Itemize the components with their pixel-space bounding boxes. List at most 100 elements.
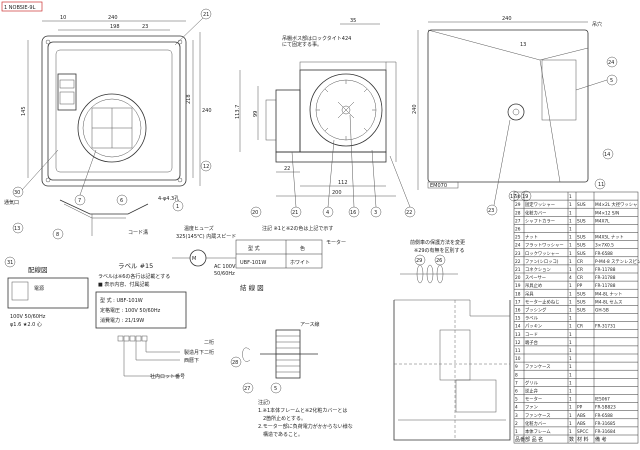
parts-table-cell: 1 bbox=[569, 429, 572, 435]
parts-table-header-cell: 数 bbox=[569, 436, 574, 443]
callout-front-30: 30 bbox=[14, 190, 20, 196]
parts-table-cell: 1 bbox=[569, 389, 572, 395]
label-line-1: ラベルは※6の各行は記載とする bbox=[98, 273, 170, 280]
model-val: UBF-101W bbox=[240, 260, 266, 266]
parts-table-cell: 1 bbox=[569, 405, 572, 411]
svg-text:5: 5 bbox=[274, 386, 277, 392]
parts-table-cell: 1 bbox=[569, 291, 572, 297]
parts-table-cell: FR-31788 bbox=[595, 275, 616, 281]
parts-table-cell: コード bbox=[525, 332, 538, 338]
parts-table-cell: モーター bbox=[525, 396, 542, 403]
parts-table-cell: M4X5L ナット bbox=[595, 235, 624, 241]
svg-text:28: 28 bbox=[232, 360, 238, 366]
dim-side-b1: 22 bbox=[284, 166, 290, 172]
label-title: ラベル #15 bbox=[118, 262, 153, 270]
parts-table-cell: 1 bbox=[569, 372, 572, 378]
parts-table-cell: シャフトカラー bbox=[525, 218, 555, 224]
parts-table-cell: SUS bbox=[577, 243, 586, 249]
parts-table-cell: 18 bbox=[515, 291, 521, 297]
parts-table-cell: ABS bbox=[577, 413, 586, 419]
callout-side-16: 16 bbox=[350, 210, 356, 216]
parts-table-cell: FR-11788 bbox=[595, 267, 616, 273]
parts-table-header-cell: 品番 bbox=[515, 436, 525, 443]
parts-table-cell: 10 bbox=[515, 356, 521, 362]
parts-table-cell: 本体フレーム bbox=[525, 428, 551, 435]
dim-right-2: 13 bbox=[520, 42, 526, 48]
parts-table-cell: 1 bbox=[569, 308, 572, 314]
back-panel: 31 配線図 電源 100V 50/60Hz φ1.6 ★2.0 心 bbox=[4, 256, 89, 328]
parts-table-cell: 1 bbox=[569, 340, 572, 346]
parts-table-cell: フラットワッシャー bbox=[525, 243, 564, 249]
callout-front-21: 21 bbox=[203, 12, 209, 18]
callout-front-6: 6 bbox=[120, 198, 123, 204]
dim-front-right-h: 240 bbox=[202, 108, 212, 114]
dim-front-right-h2: 218 bbox=[186, 94, 192, 104]
parts-table-cell: CR bbox=[577, 267, 583, 273]
parts-table-cell: CR bbox=[577, 259, 583, 265]
right-note: 吊穴 bbox=[592, 21, 602, 28]
lot-label-2: 西暦下 bbox=[184, 358, 199, 364]
dim-side-h1: 113.7 bbox=[235, 105, 241, 119]
parts-table-cell: モーター止めねじ bbox=[525, 298, 559, 305]
parts-table-cell: 4 bbox=[515, 405, 518, 411]
back-v2: φ1.6 ★2.0 心 bbox=[10, 321, 42, 328]
dim-right-h: 240 bbox=[412, 104, 418, 114]
back-v: 100V 50/60Hz bbox=[10, 314, 46, 320]
model-label: 型 式 bbox=[248, 245, 260, 252]
footer-notes: 注記) 1.※1本体フレームと※2化粧カバーとは 2箇所止めとする。 2.モータ… bbox=[258, 399, 353, 438]
parts-table-cell: グリル bbox=[525, 379, 539, 386]
parts-table-cell: 26 bbox=[515, 227, 521, 233]
parts-table-cell: SUS bbox=[577, 308, 586, 314]
parts-table-cell: ブッシング bbox=[525, 307, 547, 314]
parts-table-cell: 25 bbox=[515, 235, 521, 241]
parts-table-cell: 8 bbox=[515, 372, 518, 378]
color-val: ホワイト bbox=[290, 260, 310, 266]
parts-table-cell: ファンケース bbox=[525, 363, 551, 370]
svg-text:29: 29 bbox=[416, 258, 422, 264]
parts-table-header-cell: 材 料 bbox=[577, 436, 589, 443]
callout-right-11: 11 bbox=[598, 182, 604, 188]
dim-side-b3: 200 bbox=[332, 190, 342, 196]
dim-front-inner2: 23 bbox=[142, 24, 148, 30]
callout-side-21: 21 bbox=[292, 210, 298, 216]
lot-label-5: 二桁 bbox=[204, 349, 214, 356]
parts-table-cell: ロックワッシャー bbox=[525, 251, 559, 257]
parts-table-cell: 3×7X0.5 bbox=[595, 243, 614, 249]
parts-table-cell: IE5067 bbox=[595, 397, 610, 403]
label-section: ラベル #15 ラベルは※6の各行は記載とする ■ 表示内容、付属記載 型 式 … bbox=[95, 262, 214, 380]
dim-front-top: 240 bbox=[108, 15, 118, 21]
parts-table-cell: 逆止弁 bbox=[525, 388, 539, 395]
parts-table-cell: 1 bbox=[569, 251, 572, 257]
note-mid-1: 注記 ※1と※2の色は上記で示す bbox=[262, 225, 333, 232]
parts-table-cell: 12 bbox=[515, 340, 521, 346]
parts-table-cell: 3 bbox=[515, 413, 518, 419]
lot-label-1: 製造月下 bbox=[184, 349, 204, 356]
parts-table-cell: 27 bbox=[515, 218, 521, 224]
parts-table-cell: ファンケース bbox=[525, 412, 551, 419]
hz-label: 50/60Hz bbox=[214, 271, 235, 277]
label-box-line-2: 消費電力 : 21/19W bbox=[100, 317, 144, 324]
parts-table-cell: 化粧カバー bbox=[525, 420, 546, 427]
front-view: 240 198 23 10 145 240 218 4-φ4.3孔 bbox=[4, 8, 212, 212]
callout-right-5: 5 bbox=[610, 78, 613, 84]
parts-table-cell: SUS bbox=[577, 251, 586, 257]
parts-table-cell: SPCC bbox=[577, 429, 588, 435]
dim-side-h2: 99 bbox=[253, 111, 259, 117]
parts-table-cell: SUS bbox=[577, 202, 586, 208]
parts-table-cell: 5 bbox=[515, 397, 518, 403]
callout-right-24: 24 bbox=[608, 60, 614, 66]
parts-table-cell: 1 bbox=[569, 243, 572, 249]
parts-table-cell: 30 bbox=[515, 194, 521, 200]
dim-front-top2: 10 bbox=[60, 15, 66, 21]
parts-table-cell: FR-31731 bbox=[595, 324, 616, 330]
parts-table-header-cell: 部 品 名 bbox=[525, 436, 543, 443]
parts-table-cell: 1 bbox=[569, 210, 572, 216]
parts-table-cell: 24 bbox=[515, 243, 521, 249]
footer-note-1: 1.※1本体フレームと※2化粧カバーとは bbox=[258, 407, 347, 414]
parts-table-cell: 1 bbox=[569, 235, 572, 241]
parts-table-cell: 1 bbox=[569, 348, 572, 354]
parts-table-cell: ラベル bbox=[525, 316, 539, 322]
pictorial-view: 240 240 吊穴 13 EM070 24 5 23 17 19 14 11 bbox=[412, 16, 618, 216]
